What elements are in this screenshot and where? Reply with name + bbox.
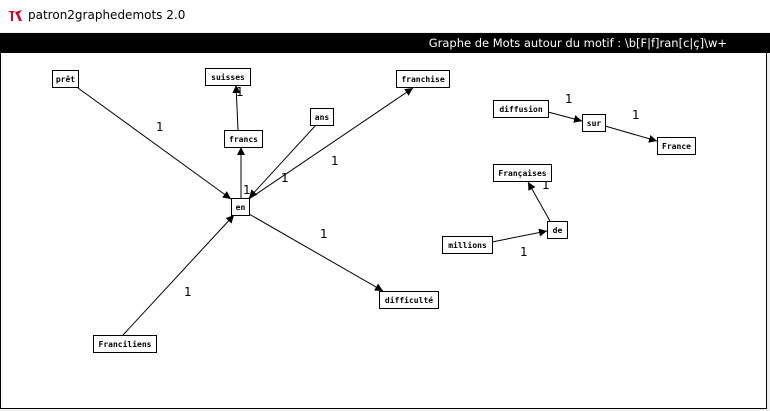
- graph-header-bar: Graphe de Mots autour du motif : \b[F|f]…: [0, 33, 770, 53]
- node-label: France: [662, 142, 691, 151]
- node-box: [224, 130, 263, 148]
- edge-en-to-franchise: [248, 87, 414, 200]
- edge-en-to-difficulte: [248, 213, 384, 292]
- node-label: sur: [587, 119, 602, 128]
- edge-arrow: [77, 87, 232, 200]
- node-box: [310, 108, 334, 126]
- edge-arrow: [232, 84, 241, 131]
- node-box: [52, 70, 79, 88]
- node-label: Françaises: [498, 168, 546, 178]
- node-box: [379, 291, 439, 309]
- node-franchise[interactable]: franchise: [396, 70, 450, 88]
- edge-arrow: [248, 213, 384, 292]
- node-box: [396, 70, 450, 88]
- window-title: patron2graphedemots 2.0: [28, 8, 186, 22]
- node-en[interactable]: en: [231, 198, 250, 216]
- node-label: franchise: [401, 74, 445, 84]
- node-label: prêt: [56, 74, 75, 84]
- node-de[interactable]: de: [547, 221, 568, 239]
- node-label: en: [236, 203, 246, 212]
- node-label: ans: [315, 113, 330, 122]
- edge-weight-label: 1: [331, 154, 339, 168]
- node-label: Franciliens: [99, 339, 152, 349]
- node-millions[interactable]: millions: [442, 236, 493, 254]
- node-box: [582, 114, 606, 132]
- edge-weight-label: 1: [184, 285, 192, 299]
- node-france[interactable]: France: [657, 137, 696, 155]
- node-box: [231, 198, 250, 216]
- edge-de-to-francaises: [527, 181, 551, 222]
- edge-weight-label: 1: [632, 108, 640, 122]
- edge-arrow: [122, 214, 235, 336]
- edge-weight-label: 1: [236, 85, 244, 99]
- node-box: [657, 137, 696, 155]
- node-label: millions: [448, 240, 487, 250]
- node-pret[interactable]: prêt: [52, 70, 79, 88]
- node-difficulte[interactable]: difficulté: [379, 291, 439, 309]
- node-label: de: [553, 226, 563, 235]
- node-box: [493, 100, 549, 118]
- edge-arrow: [491, 228, 548, 243]
- edge-ans-to-en: [248, 124, 317, 199]
- edge-millions-to-de: [491, 228, 548, 243]
- edge-franciliens-to-en: [122, 214, 235, 336]
- edge-arrow: [248, 124, 317, 199]
- node-box: [93, 335, 157, 353]
- edge-weight-label: 1: [542, 178, 550, 192]
- edge-arrow: [604, 125, 658, 143]
- edge-pret-to-en: [77, 87, 232, 200]
- node-box: [205, 68, 251, 86]
- node-ans[interactable]: ans: [310, 108, 334, 126]
- node-label: diffusion: [499, 104, 543, 114]
- node-box: [442, 236, 493, 254]
- edge-diffusion-to-sur: [547, 111, 583, 123]
- graph-header-title: Graphe de Mots autour du motif : \b[F|f]…: [428, 36, 727, 50]
- tk-feather-icon: [8, 10, 22, 21]
- edge-weight-label: 1: [520, 245, 528, 259]
- edge-arrow: [547, 111, 583, 123]
- edge-weight-label: 1: [320, 227, 328, 241]
- node-francaises[interactable]: Françaises: [493, 164, 552, 182]
- node-label: suisses: [211, 72, 245, 82]
- edge-weight-label: 1: [565, 92, 573, 106]
- edge-weight-label: 1: [281, 171, 289, 185]
- edge-weight-label: 1: [243, 183, 251, 197]
- node-box: [547, 221, 568, 239]
- node-francs[interactable]: francs: [224, 130, 263, 148]
- node-sur[interactable]: sur: [582, 114, 606, 132]
- edge-francs-to-suisses: [232, 84, 241, 131]
- window-titlebar: patron2graphedemots 2.0: [0, 0, 770, 32]
- edge-arrow: [527, 181, 551, 222]
- node-label: francs: [229, 135, 258, 144]
- node-franciliens[interactable]: Franciliens: [93, 335, 157, 353]
- edge-sur-to-france: [604, 125, 658, 143]
- node-diffusion[interactable]: diffusion: [493, 100, 549, 118]
- node-suisses[interactable]: suisses: [205, 68, 251, 86]
- edge-arrow: [248, 87, 414, 200]
- node-box: [493, 164, 552, 182]
- node-label: difficulté: [385, 295, 433, 305]
- edge-weight-label: 1: [156, 120, 164, 134]
